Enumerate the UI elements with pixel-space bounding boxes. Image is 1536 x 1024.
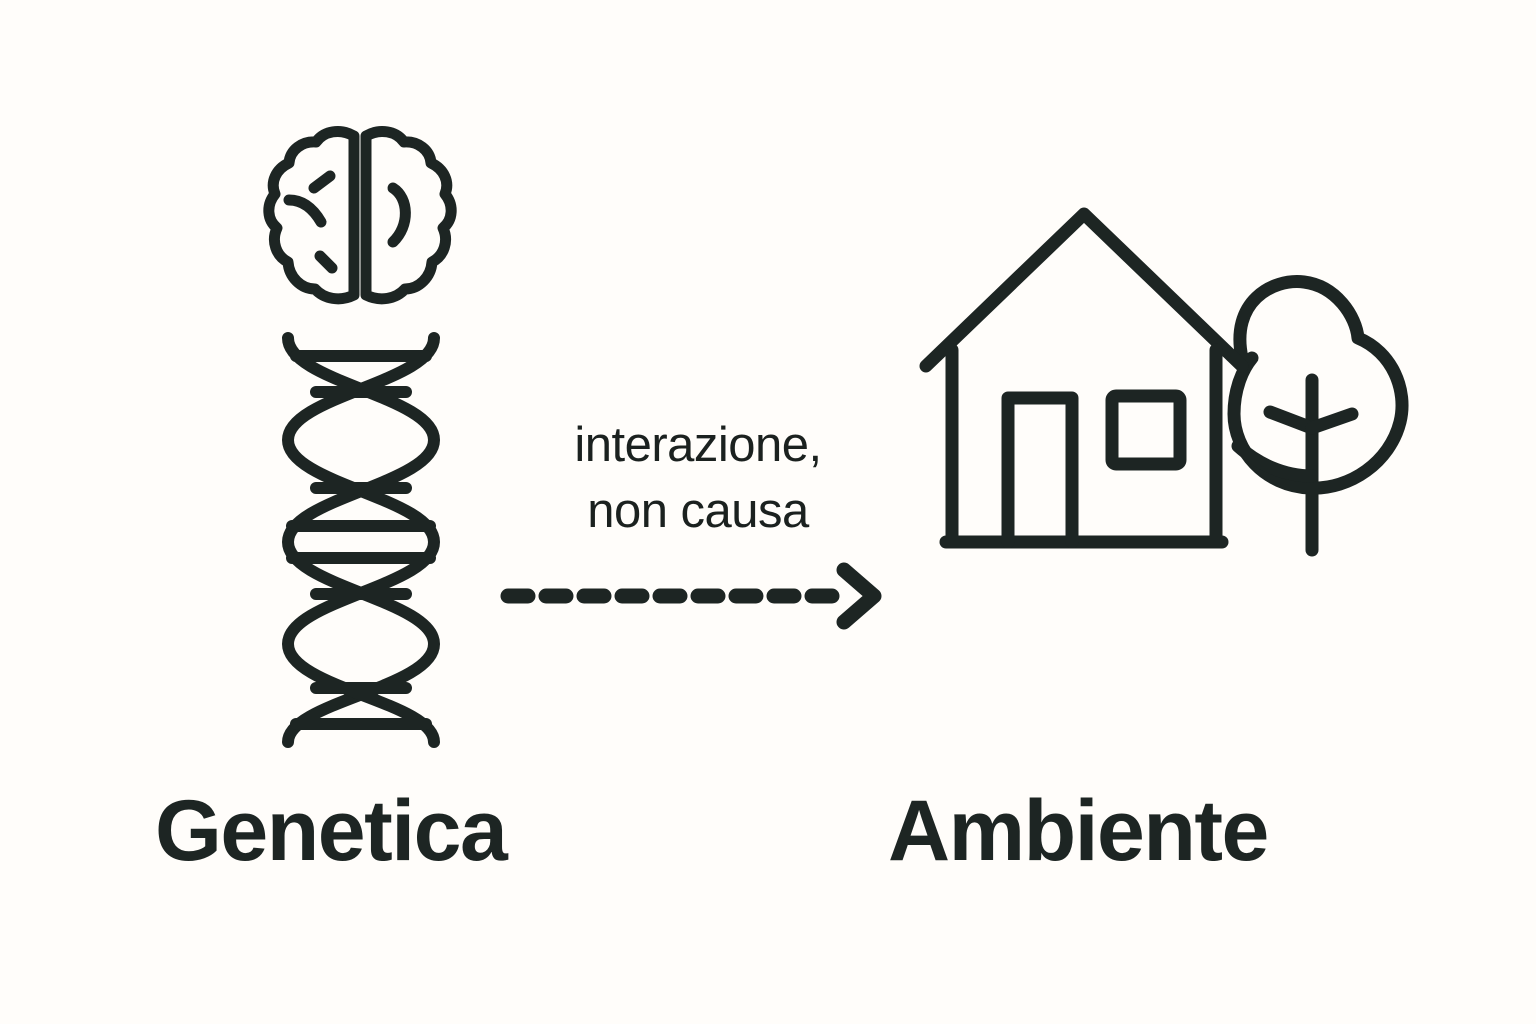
house-icon [919,207,1249,549]
interaction-label: interazione, non causa [574,418,822,538]
brain-icon [262,122,458,312]
dashed-arrow-right-icon [492,556,902,636]
label-ambiente: Ambiente [888,783,1269,879]
tree-icon [1227,275,1409,557]
house-and-tree-icon [912,190,1412,560]
dna-helix-icon [268,330,454,750]
label-genetica: Genetica [155,783,508,879]
